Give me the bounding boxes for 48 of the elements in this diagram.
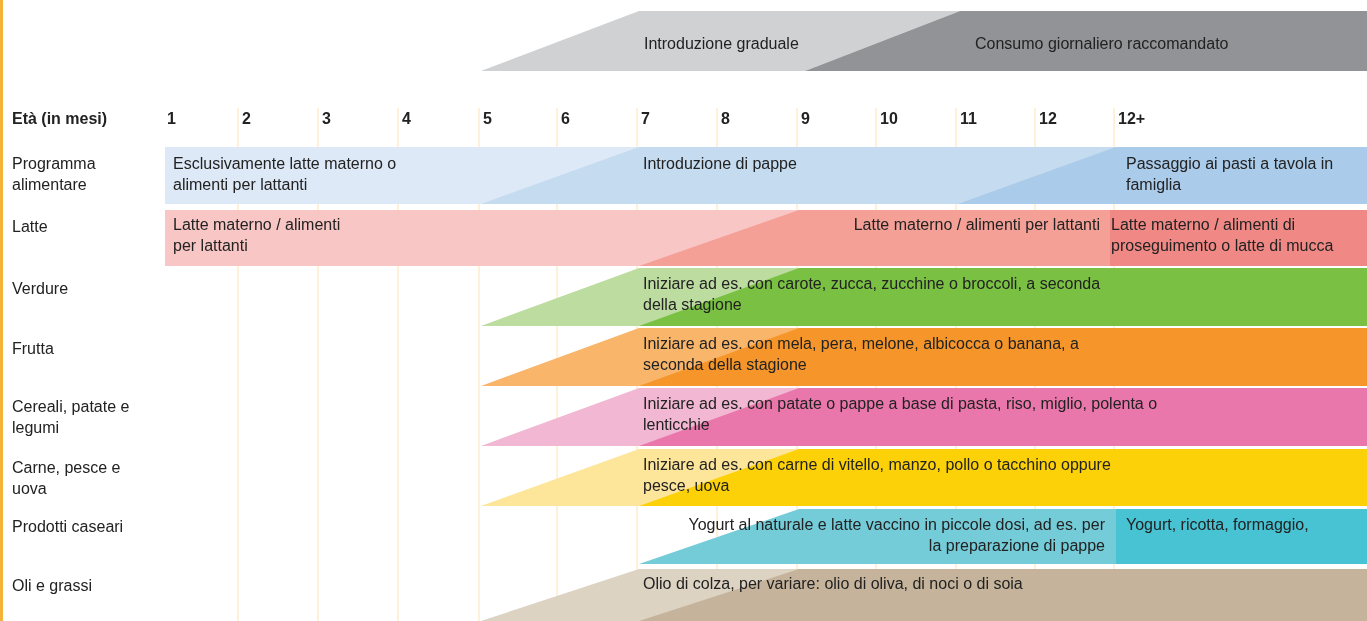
month-number: 11 — [960, 109, 977, 129]
timeline-band — [639, 509, 1116, 564]
timeline-band — [799, 210, 1110, 266]
month-number: 1 — [167, 109, 176, 129]
timeline-band — [481, 449, 1367, 506]
row-label: Verdure — [12, 279, 70, 299]
month-number: 9 — [801, 109, 810, 129]
row-label: Programma alimentare — [12, 154, 97, 195]
row-label: Latte — [12, 217, 49, 237]
band-text: Introduzione di pappe — [643, 154, 798, 174]
timeline-band — [1116, 147, 1367, 204]
month-number: 3 — [322, 109, 331, 129]
band-text: Iniziare ad es. con patate o pappe a base di pasta, riso, miglio, polenta o lenticchie — [643, 394, 1159, 435]
band-text: Consumo giornaliero raccomandato — [975, 34, 1230, 54]
band-text: Yogurt, ricotta, formaggio, — [1126, 515, 1310, 535]
month-number: 12 — [1039, 109, 1057, 129]
month-number: 4 — [402, 109, 411, 129]
row-label: Cereali, patate e legumi — [12, 397, 131, 438]
band-text: Iniziare ad es. con mela, pera, melone, albicocca o banana, a seconda della stagione — [643, 334, 1080, 375]
band-text: Esclusivamente latte materno o alimenti per lattanti — [173, 154, 398, 195]
timeline-band — [165, 147, 639, 204]
row-label: Carne, pesce e uova — [12, 458, 122, 499]
axis-title: Età (in mesi) — [12, 109, 108, 129]
band-text: Latte materno / alimenti di proseguimento o latte di mucca — [1111, 215, 1335, 256]
month-number: 10 — [880, 109, 898, 129]
row-label: Frutta — [12, 339, 55, 359]
phase-band — [805, 11, 1367, 71]
timeline-band — [481, 388, 1367, 446]
timeline-band — [1110, 210, 1367, 266]
row-label: Prodotti caseari — [12, 517, 125, 537]
month-number: 12+ — [1118, 109, 1146, 129]
timeline-band — [481, 328, 1367, 386]
band-text: Passaggio ai pasti a tavola in famiglia — [1126, 154, 1335, 195]
timeline-band — [1116, 509, 1367, 564]
month-number: 6 — [561, 109, 570, 129]
timeline-band — [481, 569, 1367, 621]
row-label: Oli e grassi — [12, 576, 94, 596]
month-number: 8 — [721, 109, 730, 129]
month-number: 5 — [483, 109, 492, 129]
band-text: Introduzione graduale — [644, 34, 800, 54]
band-text: Olio di colza, per variare: olio di oliva, di noci o di soia — [643, 574, 1024, 594]
band-text: Latte materno / alimenti per lattanti — [852, 215, 1100, 235]
month-number: 2 — [242, 109, 251, 129]
timeline-band — [165, 210, 799, 266]
phase-band — [481, 11, 960, 71]
month-number: 7 — [641, 109, 650, 129]
band-text: Latte materno / alimenti per lattanti — [173, 215, 342, 256]
timeline-band — [481, 268, 1367, 326]
